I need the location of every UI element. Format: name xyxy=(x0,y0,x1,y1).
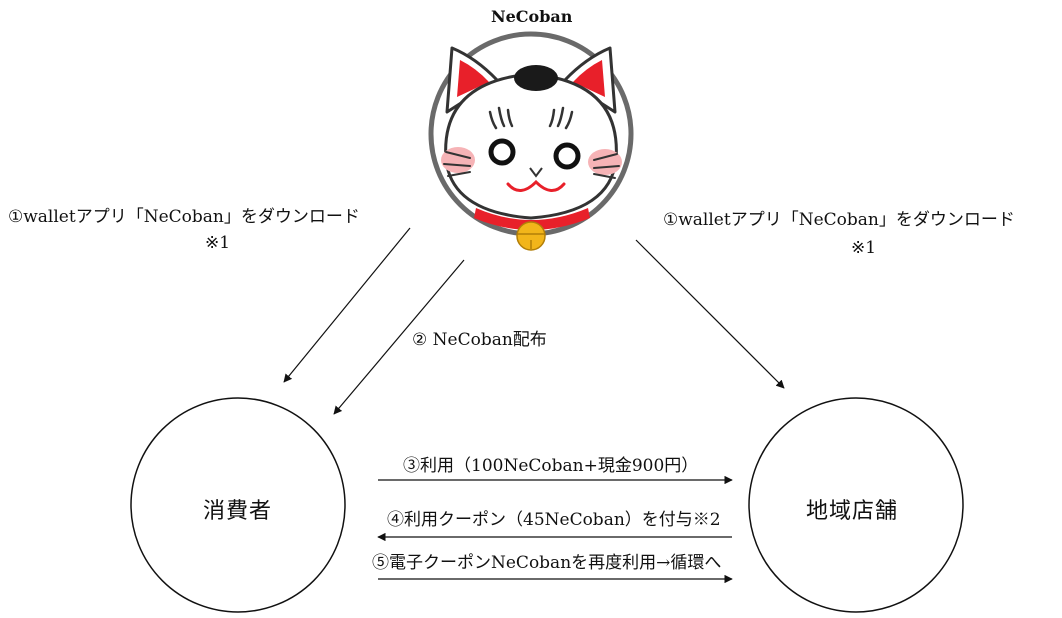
coupon-label: ④利用クーポン（45NeCoban）を付与※2 xyxy=(387,510,721,530)
download-arrow-shop xyxy=(635,239,785,389)
shop-circle xyxy=(748,397,964,613)
download-note-left: ※1 xyxy=(205,233,231,253)
distribute-arrow xyxy=(333,259,465,415)
download-arrow-consumer xyxy=(283,227,411,383)
reuse-label: ⑤電子クーポンNeCobanを再度利用→循環へ xyxy=(372,553,722,573)
download-note-right: ※1 xyxy=(851,238,877,258)
consumer-circle xyxy=(130,397,346,613)
top-node-label: NeCoban xyxy=(491,7,573,26)
use-label: ③利用（100NeCoban+現金900円） xyxy=(403,456,699,476)
download-label-right: ①walletアプリ「NeCoban」をダウンロード xyxy=(663,210,1015,230)
bell-icon xyxy=(516,221,546,251)
download-label-left: ①walletアプリ「NeCoban」をダウンロード xyxy=(8,207,360,227)
shop-label: 地域店舗 xyxy=(806,499,899,524)
consumer-label: 消費者 xyxy=(203,499,273,524)
distribute-label: ② NeCoban配布 xyxy=(412,330,547,350)
maneki-neko-cat-icon xyxy=(428,31,634,251)
